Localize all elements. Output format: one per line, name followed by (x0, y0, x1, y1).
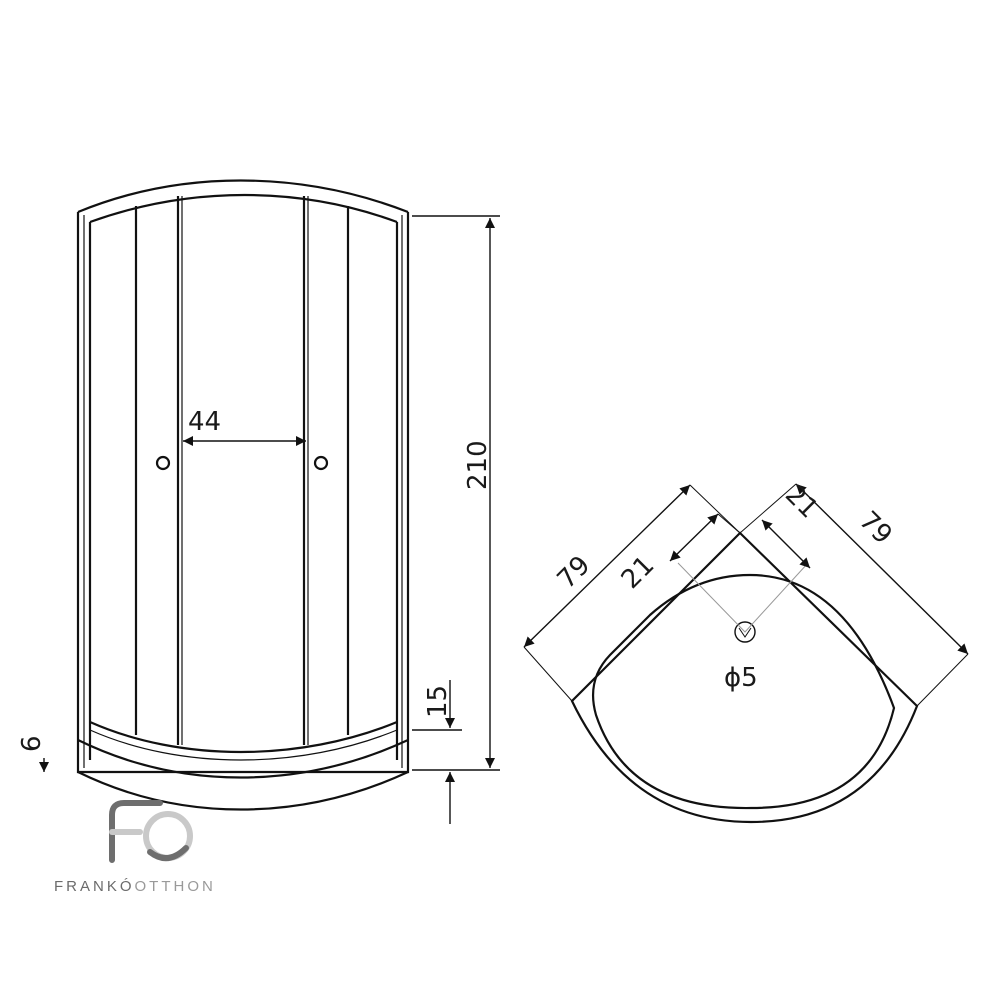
tray-height-label: 15 (423, 685, 453, 718)
logo-name-part2: OTTHON (135, 878, 216, 895)
shower-tray (77, 720, 409, 811)
logo-name: FRANKÓOTTHON (54, 878, 216, 895)
side-left-dimension-line (523, 484, 691, 648)
cabin-frame (76, 179, 410, 774)
brand-logo: FRANKÓOTTHON (54, 800, 216, 895)
height-label: 210 (463, 440, 493, 490)
corner-left-dimension-line (669, 513, 719, 562)
front-view (76, 179, 410, 811)
side-left-label: 79 (552, 550, 597, 595)
logo-mark (109, 800, 193, 863)
top-dimensions (523, 483, 969, 707)
front-dimensions (39, 215, 500, 824)
left-handle (155, 455, 171, 471)
corner-right-dimension-line (761, 519, 811, 569)
door-panels (134, 196, 350, 745)
side-right-label: 79 (853, 506, 898, 551)
drain (734, 621, 756, 643)
corner-right-label: 21 (779, 480, 824, 525)
corner-left-label: 21 (616, 550, 661, 595)
side-right-dimension-line (795, 483, 969, 655)
handle-gap-label: 44 (188, 407, 221, 437)
logo-name-part1: FRANKÓ (54, 878, 135, 895)
drain-label: ϕ5 (724, 663, 758, 693)
front-dimension-labels: 44 210 15 6 (17, 407, 493, 752)
tray-outline (570, 531, 919, 824)
right-handle (313, 455, 329, 471)
foot-height-label: 6 (17, 735, 47, 752)
